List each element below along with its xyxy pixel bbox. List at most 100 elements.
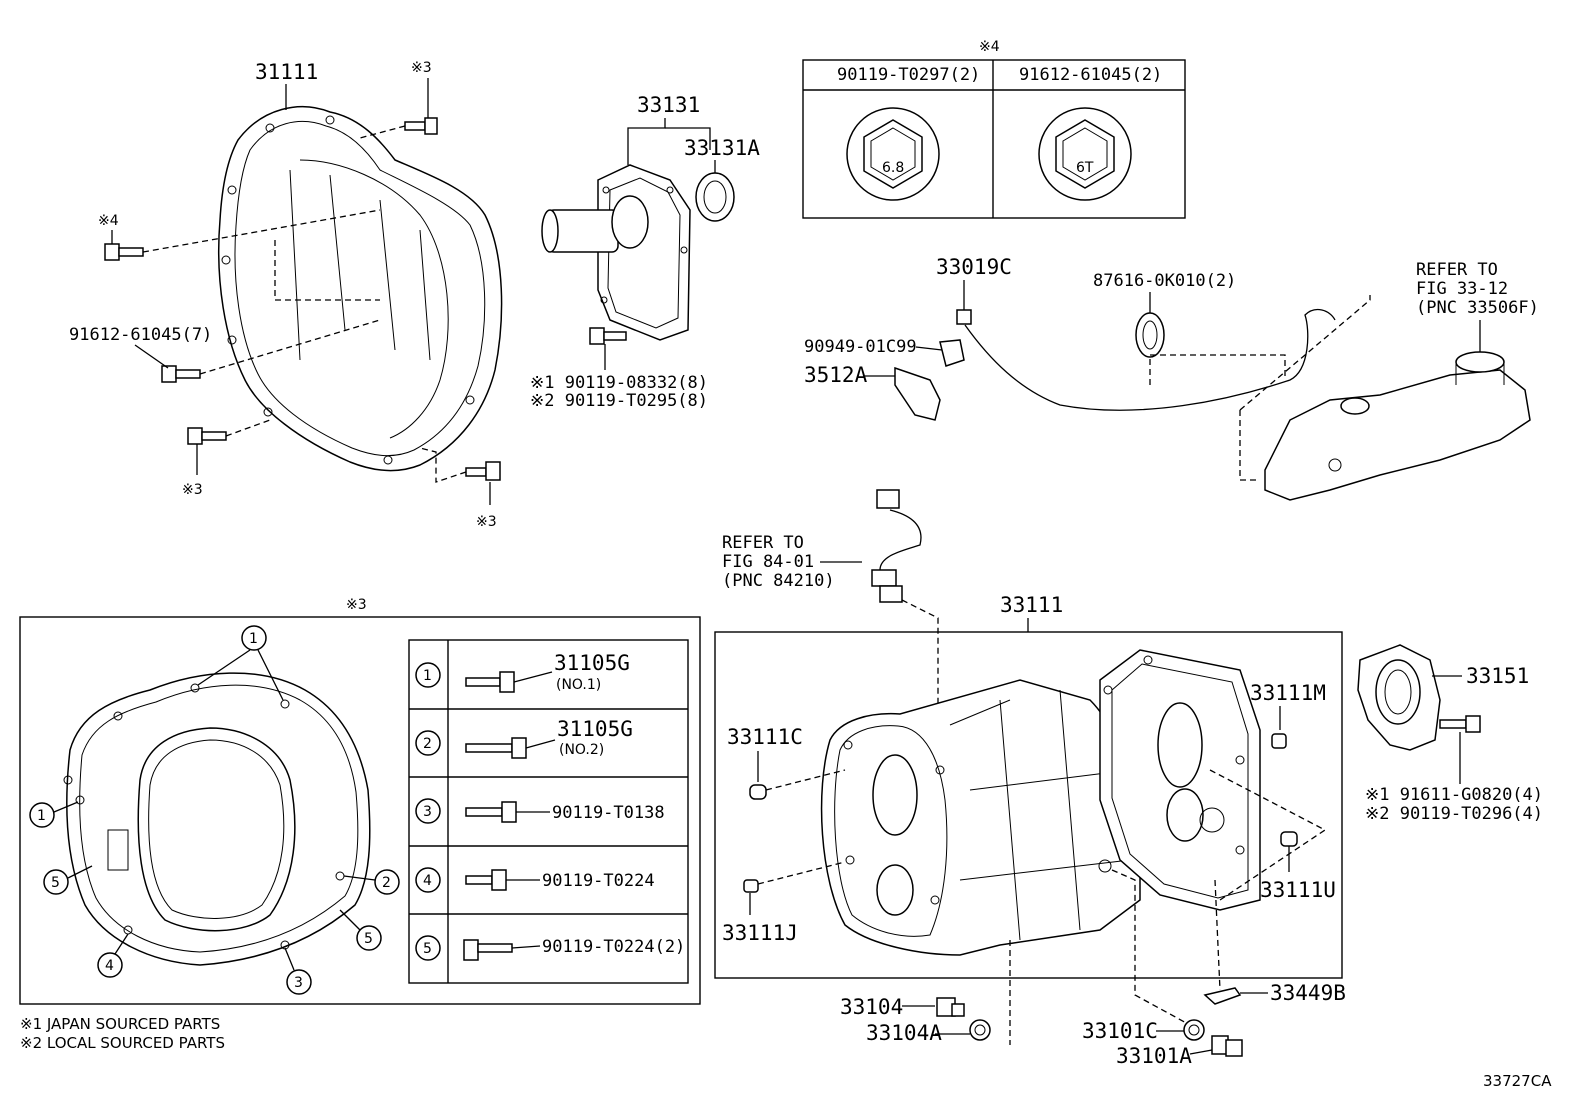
refer-84210-line1: REFER TO xyxy=(722,533,804,553)
note3-row-4: 4 90119-T0224 xyxy=(415,867,655,893)
svg-text:3: 3 xyxy=(294,975,303,991)
label-33101A: 33101A xyxy=(1116,1044,1192,1068)
svg-text:5: 5 xyxy=(51,875,60,891)
svg-text:31105G: 31105G xyxy=(557,717,633,741)
refer-33506F-line3: (PNC 33506F) xyxy=(1416,298,1539,318)
speed-sensor-84210 xyxy=(871,489,922,603)
label-33151: 33151 xyxy=(1466,664,1529,688)
refer-33506F-line2: FIG 33-12 xyxy=(1416,279,1508,299)
footnote-local: ※2 LOCAL SOURCED PARTS xyxy=(20,1034,225,1052)
callouts-note3: 1 1 5 2 5 4 3 xyxy=(29,625,400,995)
label-3512A: 3512A xyxy=(804,363,868,387)
transmission-case xyxy=(820,679,1141,956)
svg-text:90119-T0224: 90119-T0224 xyxy=(542,871,655,891)
label-note3-top: ※3 xyxy=(411,60,432,76)
note4-col1-part: 90119-T0297(2) xyxy=(837,65,980,85)
plug-33104 xyxy=(936,997,965,1017)
label-bolt-33131-local: ※2 90119-T0295(8) xyxy=(530,391,708,411)
label-90949-01C99: 90949-01C99 xyxy=(804,337,917,357)
label-91612-61045-7: 91612-61045(7) xyxy=(69,325,212,345)
label-33104A: 33104A xyxy=(866,1021,942,1045)
plug-33101A xyxy=(1211,1035,1243,1057)
front-cover-33131 xyxy=(541,164,691,341)
extension-housing-33151 xyxy=(1357,644,1441,751)
note3-box-title: ※3 xyxy=(346,597,367,613)
note3-row-2: 2 31105G (NO.2) xyxy=(415,717,633,759)
mark-6-8: 6.8 xyxy=(882,160,904,176)
label-33131: 33131 xyxy=(637,93,700,117)
bolt-33131 xyxy=(589,327,627,345)
note4-col2-part: 91612-61045(2) xyxy=(1019,65,1162,85)
label-33101C: 33101C xyxy=(1082,1019,1158,1043)
refer-84210-line3: (PNC 84210) xyxy=(722,571,835,591)
bellhousing-rear-view xyxy=(63,672,371,966)
label-33111C: 33111C xyxy=(727,725,803,749)
pin-33111J xyxy=(743,879,759,893)
label-bolt-33131-jp: ※1 90119-08332(8) xyxy=(530,373,708,393)
pin-33111M xyxy=(1271,733,1287,749)
svg-text:5: 5 xyxy=(364,931,373,947)
shift-cable-33019C xyxy=(956,308,1336,411)
svg-text:2: 2 xyxy=(382,875,391,891)
gasket-33104A xyxy=(969,1019,991,1041)
label-33131A: 33131A xyxy=(684,136,760,160)
refer-84210-line2: FIG 84-01 xyxy=(722,552,814,572)
clip-90949 xyxy=(939,339,965,367)
bolt-note4-left xyxy=(104,243,144,261)
label-33019C: 33019C xyxy=(936,255,1012,279)
bolt-head-6-8 xyxy=(846,107,940,201)
note4-table-title: ※4 xyxy=(979,39,1000,55)
boot-87616 xyxy=(1135,312,1165,358)
svg-text:4: 4 xyxy=(423,873,432,889)
svg-text:1: 1 xyxy=(423,668,432,684)
label-note3-bottom-left: ※3 xyxy=(182,482,203,498)
svg-text:4: 4 xyxy=(105,958,114,974)
gasket-33101C xyxy=(1183,1019,1205,1041)
label-bolt-33151-local: ※2 90119-T0296(4) xyxy=(1365,804,1543,824)
svg-text:1: 1 xyxy=(249,631,258,647)
label-33111U: 33111U xyxy=(1260,878,1336,902)
bolt-33151 xyxy=(1439,715,1481,733)
label-note3-bottom-right: ※3 xyxy=(476,514,497,530)
pin-33111U xyxy=(1280,831,1298,847)
refer-33506F-line1: REFER TO xyxy=(1416,260,1498,280)
label-note4-left: ※4 xyxy=(98,213,119,229)
oil-seal-33131A xyxy=(695,172,735,222)
svg-text:3: 3 xyxy=(423,804,432,820)
svg-text:90119-T0224(2): 90119-T0224(2) xyxy=(542,937,685,957)
bolt-note3-bottom-left xyxy=(187,427,227,445)
intermediate-plate xyxy=(1099,649,1261,911)
label-33111J: 33111J xyxy=(722,921,798,945)
label-87616-0K010: 87616-0K010(2) xyxy=(1093,271,1236,291)
note3-box xyxy=(19,616,701,1005)
mark-6t: 6T xyxy=(1076,160,1094,176)
note3-row-3: 3 90119-T0138 xyxy=(415,798,665,824)
label-33111-case: 33111 xyxy=(1000,593,1063,617)
dowel-33111C xyxy=(749,784,767,800)
case-box xyxy=(714,631,1343,979)
bellhousing-31111 xyxy=(217,105,503,472)
figure-code: 33727CA xyxy=(1483,1072,1552,1090)
svg-text:90119-T0138: 90119-T0138 xyxy=(552,803,665,823)
bolt-top-note3 xyxy=(404,117,438,135)
svg-text:1: 1 xyxy=(37,808,46,824)
svg-text:31105G: 31105G xyxy=(554,651,630,675)
svg-text:2: 2 xyxy=(423,736,432,752)
label-33104: 33104 xyxy=(840,995,903,1019)
note3-row-5: 5 90119-T0224(2) xyxy=(415,935,685,961)
note3-table xyxy=(408,639,689,984)
label-33111M: 33111M xyxy=(1250,681,1326,705)
bracket-3512A xyxy=(894,366,941,421)
svg-text:(NO.2): (NO.2) xyxy=(559,742,604,758)
bolt-note3-bottom-right xyxy=(465,461,501,481)
note4-table xyxy=(802,59,1186,219)
plate-33449B xyxy=(1203,987,1242,1005)
label-33449B: 33449B xyxy=(1270,981,1346,1005)
bolt-head-6t xyxy=(1038,107,1132,201)
label-bolt-33151-jp: ※1 91611-G0820(4) xyxy=(1365,785,1543,805)
note3-row-1: 1 31105G (NO.1) xyxy=(415,651,630,693)
svg-text:(NO.1): (NO.1) xyxy=(556,677,601,693)
label-31111-top: 31111 xyxy=(255,60,318,84)
svg-text:5: 5 xyxy=(423,941,432,957)
